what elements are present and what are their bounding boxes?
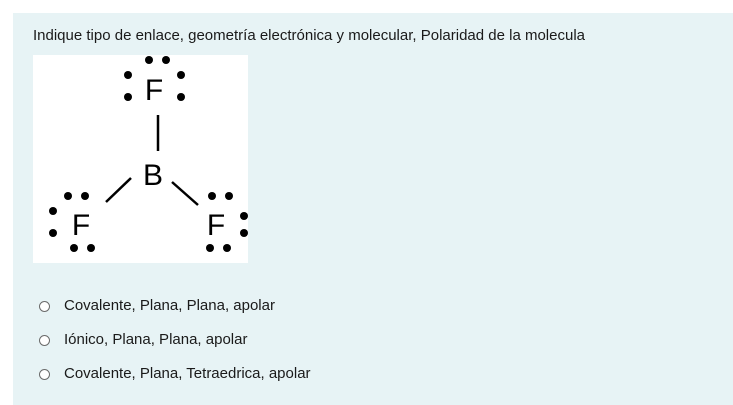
question-prompt: Indique tipo de enlace, geometría electr…: [33, 27, 585, 44]
electron-dot: [240, 212, 248, 220]
answer-option-label[interactable]: Covalente, Plana, Plana, apolar: [64, 297, 275, 314]
radio-button[interactable]: [39, 300, 50, 312]
lone-pairs-top-f: [124, 56, 185, 101]
atom-top: F: [145, 74, 163, 107]
radio-button[interactable]: [39, 334, 50, 346]
electron-dot: [162, 56, 170, 64]
lone-pairs-right-f: [206, 192, 248, 252]
atom-central: B: [143, 159, 163, 192]
electron-dot: [124, 71, 132, 79]
electron-dot: [145, 56, 153, 64]
answer-option-label[interactable]: Covalente, Plana, Tetraedrica, apolar: [64, 365, 311, 382]
radio-button[interactable]: [39, 368, 50, 380]
question-card: Indique tipo de enlace, geometría electr…: [13, 13, 733, 405]
bond-left: [105, 177, 132, 203]
answer-option-2[interactable]: Iónico, Plana, Plana, apolar: [39, 323, 311, 357]
electron-dot: [208, 192, 216, 200]
atom-right: F: [207, 209, 225, 242]
electron-dot: [49, 207, 57, 215]
answer-option-label[interactable]: Iónico, Plana, Plana, apolar: [64, 331, 248, 348]
electron-dot: [64, 192, 72, 200]
electron-dot: [87, 244, 95, 252]
electron-dot: [177, 93, 185, 101]
electron-dot: [49, 229, 57, 237]
electron-dot: [206, 244, 214, 252]
electron-dot: [124, 93, 132, 101]
electron-dot: [70, 244, 78, 252]
electron-dot: [81, 192, 89, 200]
lewis-structure-svg: F B F: [49, 56, 248, 252]
electron-dot: [177, 71, 185, 79]
electron-dot: [225, 192, 233, 200]
electron-dot: [223, 244, 231, 252]
bond-right: [171, 181, 199, 206]
answer-option-1[interactable]: Covalente, Plana, Plana, apolar: [39, 289, 311, 323]
electron-dot: [240, 229, 248, 237]
lone-pairs-left-f: [49, 192, 95, 252]
answer-options: Covalente, Plana, Plana, apolar Iónico, …: [39, 289, 311, 391]
answer-option-3[interactable]: Covalente, Plana, Tetraedrica, apolar: [39, 357, 311, 391]
atom-left: F: [72, 209, 90, 242]
lewis-structure-diagram: F B F: [33, 55, 248, 263]
